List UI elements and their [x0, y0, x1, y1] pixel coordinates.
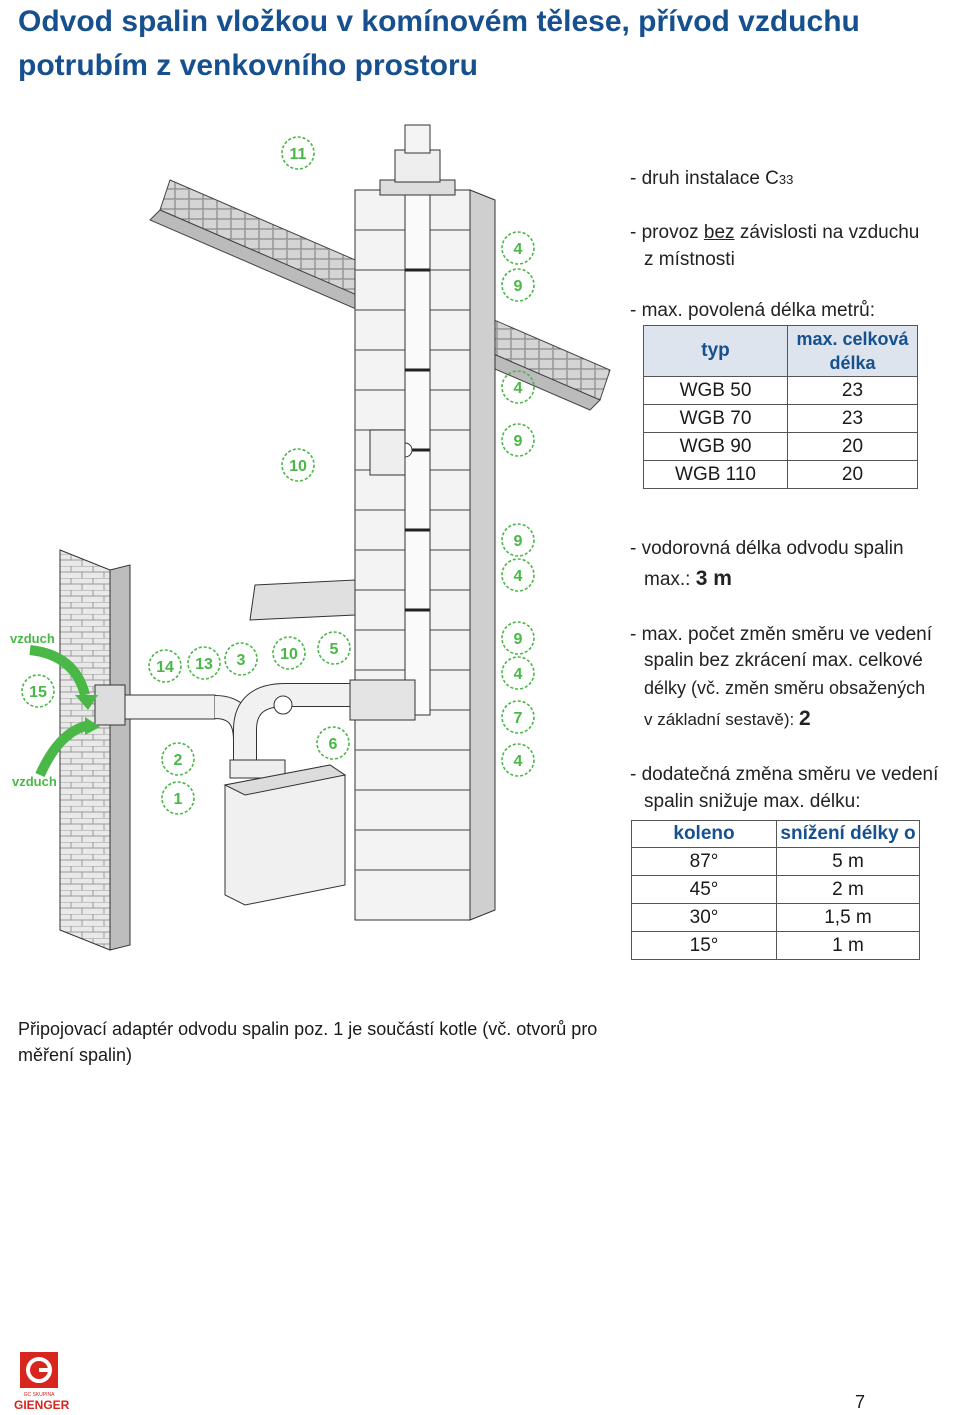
air-label-intake: vzduch: [10, 631, 55, 646]
callout-9: 9: [514, 433, 523, 450]
callout-2: 2: [174, 752, 183, 769]
svg-text:GC SKUPINA: GC SKUPINA: [24, 1392, 56, 1398]
callout-4: 4: [514, 753, 523, 770]
gienger-logo: GC SKUPINA GIENGER: [14, 1352, 74, 1415]
max-length-heading: - max. povolená délka metrů:: [630, 300, 876, 321]
callout-7: 7: [514, 710, 523, 727]
callout-1: 1: [174, 791, 183, 808]
page-title: Odvod spalin vložkou v komínovém tělese,…: [18, 5, 860, 82]
table-row: 30°1,5 m: [631, 903, 920, 932]
callout-3: 3: [237, 652, 246, 669]
page-number: 7: [855, 1392, 866, 1412]
additional-line1: - dodatečná změna směru ve vedení: [630, 764, 939, 785]
air-label-exhaust: vzduch: [12, 774, 57, 789]
header-max-length: max. celková délka: [787, 325, 918, 377]
callout-4: 4: [514, 568, 523, 585]
callout-4: 4: [514, 666, 523, 683]
callout-13: 13: [195, 656, 213, 673]
callout-9: 9: [514, 631, 523, 648]
table-row: 87°5 m: [631, 847, 920, 876]
elbow-table: koleno snížení délky o 87°5 m 45°2 m 30°…: [631, 820, 920, 960]
changes-line2: spalin bez zkrácení max. celkové: [644, 650, 923, 671]
chimney-diagram: vzduch vzduch 11 4 9 4 9 10 9 4 9 4 7 4 …: [10, 124, 611, 951]
callout-15: 15: [29, 684, 47, 701]
header-typ: typ: [643, 325, 788, 377]
callout-9: 9: [514, 533, 523, 550]
operation-line1: - provoz bez závislosti na vzduchu: [630, 222, 920, 243]
table-row: 15°1 m: [631, 931, 920, 960]
callout-5: 5: [330, 641, 339, 658]
callout-14: 14: [156, 659, 174, 676]
changes-line4: v základní sestavě): 2: [644, 707, 811, 730]
changes-line3: délky (vč. změn směru obsažených: [644, 678, 926, 698]
callout-10: 10: [289, 458, 307, 475]
table-row: 45°2 m: [631, 875, 920, 904]
callout-4: 4: [514, 380, 523, 397]
callout-11: 11: [290, 146, 307, 163]
horizontal-line2: max.: 3 m: [644, 567, 732, 590]
additional-line2: spalin snižuje max. délku:: [644, 791, 861, 812]
footer-note: Připojovací adaptér odvodu spalin poz. 1…: [18, 1019, 598, 1065]
header-koleno: koleno: [631, 820, 777, 848]
callout-4: 4: [514, 241, 523, 258]
callout-9: 9: [514, 278, 523, 295]
outer-wall: [59, 549, 111, 951]
svg-text:GIENGER: GIENGER: [14, 1398, 70, 1410]
operation-line2: z místnosti: [644, 249, 735, 270]
changes-line1: - max. počet změn směru ve vedení: [630, 624, 933, 645]
callout-6: 6: [329, 736, 338, 753]
header-reduction: snížení délky o: [776, 820, 920, 848]
install-type: - druh instalace C33: [630, 168, 794, 189]
horizontal-line1: - vodorovná délka odvodu spalin: [630, 538, 904, 559]
callout-10: 10: [280, 646, 298, 663]
